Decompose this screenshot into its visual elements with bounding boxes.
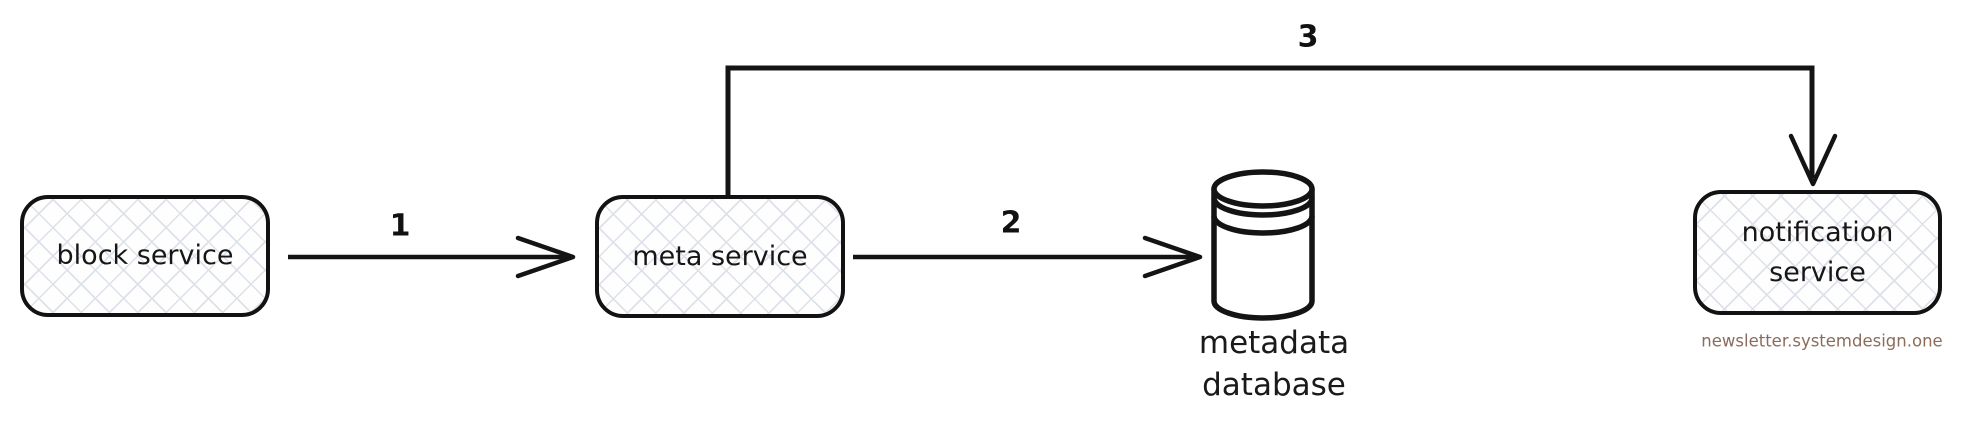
node-notification-service-label-line1: notification: [1741, 216, 1894, 248]
arrow-2: [853, 235, 1203, 279]
arrow-1: [288, 235, 576, 279]
arrow-3: [725, 65, 1838, 195]
node-notification-service: notification service: [1693, 190, 1942, 315]
node-block-service-label: block service: [56, 240, 234, 271]
database-label-line2: database: [1202, 367, 1346, 403]
arrow-1-label: 1: [389, 208, 411, 244]
arrow-2-label: 2: [1000, 205, 1022, 241]
node-notification-service-label-line2: service: [1769, 256, 1866, 288]
database-icon: [1211, 169, 1315, 321]
node-meta-service: meta service: [595, 195, 845, 318]
watermark: newsletter.systemdesign.one: [1701, 331, 1943, 351]
node-block-service: block service: [20, 195, 270, 317]
database-label: metadata database: [1199, 322, 1349, 406]
node-meta-service-label: meta service: [632, 240, 808, 272]
database-label-line1: metadata: [1198, 325, 1350, 361]
arrow-3-label: 3: [1297, 19, 1319, 55]
